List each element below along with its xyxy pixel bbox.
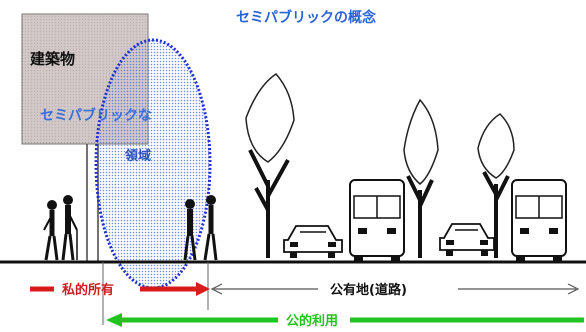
public-land-indicator: 公有地(道路) <box>210 282 580 298</box>
car-2 <box>439 223 495 256</box>
street-tree-1 <box>245 73 295 258</box>
public-land-label: 公有地(道路) <box>330 282 407 298</box>
public-use-indicator: 公的利用 <box>106 313 584 329</box>
street-tree-2 <box>403 98 439 258</box>
private-ownership-label: 私的所有 <box>62 282 114 298</box>
semi-public-ellipse <box>94 38 212 290</box>
bus-1 <box>349 179 405 261</box>
street-tree-3 <box>477 113 515 258</box>
pedestrian-group-left <box>43 195 78 261</box>
semi-public-zone: セミパブリックな 領域 <box>40 38 212 290</box>
pedestrian-group-right <box>183 195 218 261</box>
diagram-title: セミパブリックの概念 <box>236 9 377 26</box>
car-1 <box>283 225 343 258</box>
semi-public-sub-label: 領域 <box>125 148 151 164</box>
private-ownership-indicator: 私的所有 <box>30 282 210 298</box>
semi-public-label: セミパブリックな <box>40 107 152 124</box>
building-label: 建築物 <box>30 50 75 68</box>
public-use-label: 公的利用 <box>286 313 338 329</box>
bus-2 <box>511 179 567 261</box>
